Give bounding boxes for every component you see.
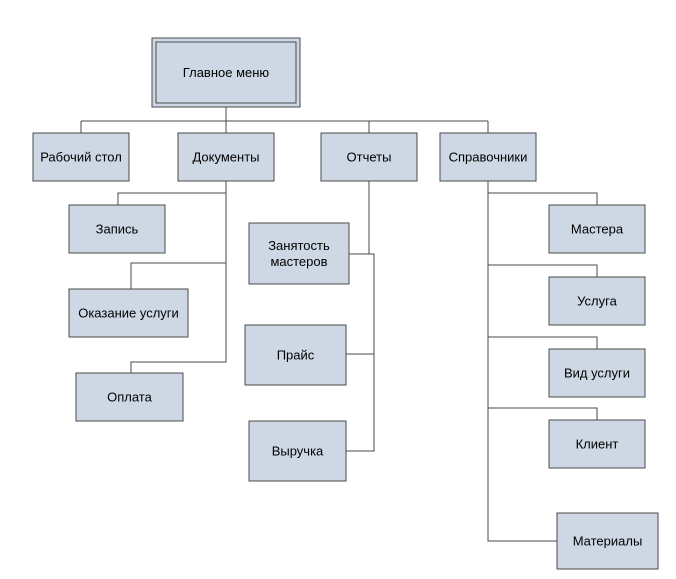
node-client: Клиент	[548, 419, 646, 469]
node-desktop-label: Рабочий стол	[40, 150, 122, 165]
node-service-type-label: Вид услуги	[564, 366, 630, 381]
node-masters: Мастера	[548, 204, 646, 254]
connector-client	[488, 407, 598, 420]
node-service-box	[548, 276, 646, 326]
node-service-provision-label: Оказание услуги	[78, 306, 179, 321]
node-root-frame-inner	[155, 41, 297, 104]
node-service: Услуга	[548, 276, 646, 326]
connector-masters	[488, 192, 598, 205]
node-desktop-box	[32, 132, 130, 182]
node-payment-box	[75, 372, 184, 422]
node-reports-label: Отчеты	[347, 150, 392, 165]
node-price-box	[244, 324, 347, 386]
node-documents-label: Документы	[192, 150, 259, 165]
node-record-label: Запись	[96, 222, 139, 237]
node-service-provision: Оказание услуги	[68, 288, 189, 338]
connector-service-provision	[130, 262, 226, 289]
node-masters-workload-label-1: Занятость	[268, 238, 330, 253]
node-service-label: Услуга	[577, 294, 617, 309]
node-service-provision-box	[68, 288, 189, 338]
node-record-box	[68, 204, 166, 254]
node-root-label: Главное меню	[183, 65, 270, 80]
connector-lines	[80, 107, 598, 542]
node-root: Главное меню	[151, 37, 301, 108]
node-client-box	[548, 419, 646, 469]
node-documents-box	[177, 132, 275, 182]
node-desktop: Рабочий стол	[32, 132, 130, 182]
node-payment-label: Оплата	[107, 390, 152, 405]
connector-service	[488, 264, 598, 277]
node-masters-label: Мастера	[571, 222, 624, 237]
connector-reports-bracket	[346, 253, 375, 452]
node-revenue: Выручка	[248, 420, 347, 482]
node-materials: Материалы	[556, 512, 659, 570]
node-materials-box	[556, 512, 659, 570]
connector-documents-trunk	[130, 181, 227, 373]
connector-record	[117, 192, 226, 205]
node-masters-box	[548, 204, 646, 254]
node-revenue-box	[248, 420, 347, 482]
node-service-type: Вид услуги	[548, 348, 646, 398]
node-references: Справочники	[439, 132, 537, 182]
node-materials-label: Материалы	[573, 534, 643, 549]
node-service-type-box	[548, 348, 646, 398]
node-masters-workload-box	[248, 222, 350, 285]
node-reports: Отчеты	[320, 132, 418, 182]
connector-service-type	[488, 336, 598, 349]
node-references-box	[439, 132, 537, 182]
node-reports-box	[320, 132, 418, 182]
node-price-label: Прайс	[277, 348, 315, 363]
connector-references-trunk	[487, 181, 557, 542]
node-client-label: Клиент	[576, 437, 619, 452]
node-price: Прайс	[244, 324, 347, 386]
node-revenue-label: Выручка	[272, 444, 324, 459]
node-documents: Документы	[177, 132, 275, 182]
node-record: Запись	[68, 204, 166, 254]
node-references-label: Справочники	[449, 150, 528, 165]
node-masters-workload-label-2: мастеров	[270, 254, 327, 269]
node-payment: Оплата	[75, 372, 184, 422]
